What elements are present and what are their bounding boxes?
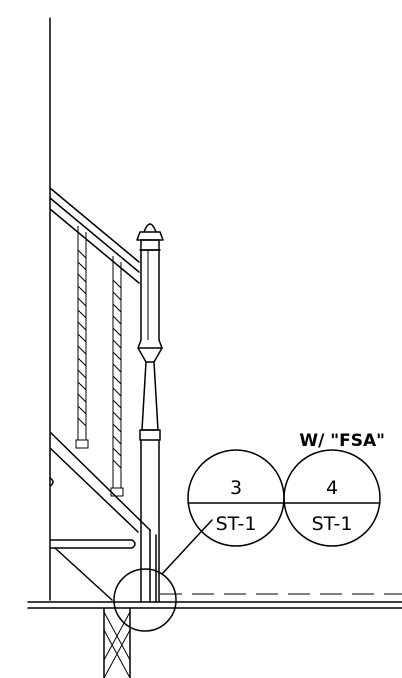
detail-callout-3: 3 ST-1 xyxy=(187,449,285,547)
stair-stringer xyxy=(49,431,157,603)
floor-line xyxy=(27,593,402,609)
callout-3-sheet: ST-1 xyxy=(216,513,257,535)
callout-4-number: 4 xyxy=(326,477,338,499)
baluster-1 xyxy=(75,226,89,449)
newel-post xyxy=(136,223,164,603)
detail-circle xyxy=(113,519,213,632)
fsa-note: W/ "FSA" xyxy=(299,431,385,451)
callout-3-number: 3 xyxy=(230,477,242,499)
baluster-2 xyxy=(110,256,124,497)
callout-4-sheet: ST-1 xyxy=(312,513,353,535)
bottom-tread xyxy=(49,477,136,601)
handrail xyxy=(49,187,140,284)
detail-callout-4: 4 ST-1 xyxy=(283,449,381,547)
floor-joist xyxy=(103,607,131,678)
